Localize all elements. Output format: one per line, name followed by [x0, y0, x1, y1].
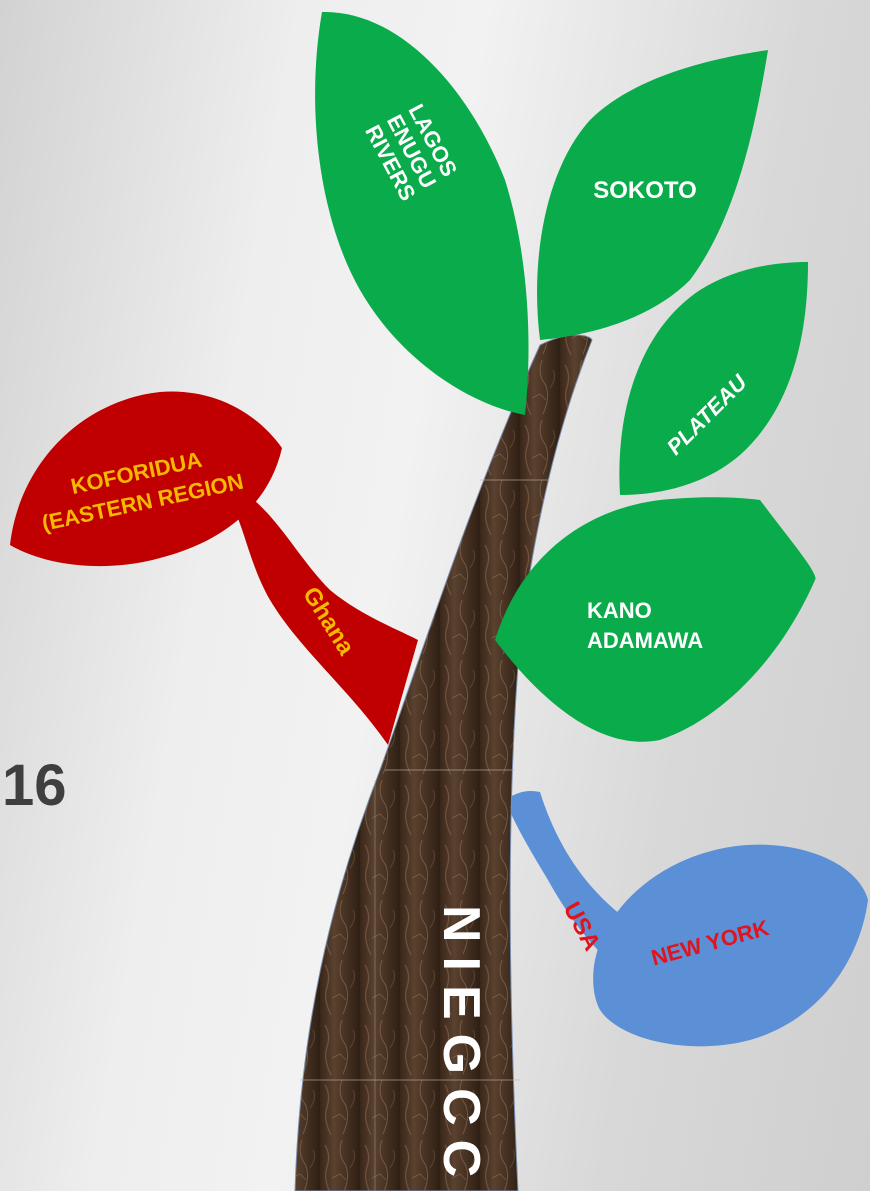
leaf-plateau [619, 262, 808, 495]
trunk-shape [294, 334, 593, 1191]
ghana-branch [10, 391, 418, 745]
usa-leaf [593, 844, 868, 1047]
trunk-label: NIEGCC [432, 905, 490, 1191]
leaf-kano-line-2: ADAMAWA [587, 628, 703, 653]
ghana-leaf [10, 391, 282, 567]
leaf-sokoto-label: SOKOTO [593, 177, 697, 204]
leaf-kano-line-1: KANO [587, 598, 652, 623]
green-leaves [315, 11, 816, 742]
slide-number: 16 [2, 753, 67, 818]
leaf-lagos [315, 11, 529, 415]
trunk [294, 334, 593, 1191]
leaf-kano-text: KANO ADAMAWA [587, 598, 703, 653]
ghana-branch-stem [232, 495, 418, 745]
leaf-sokoto [537, 50, 768, 340]
leaf-kano [495, 497, 816, 742]
usa-branch [505, 790, 868, 1047]
